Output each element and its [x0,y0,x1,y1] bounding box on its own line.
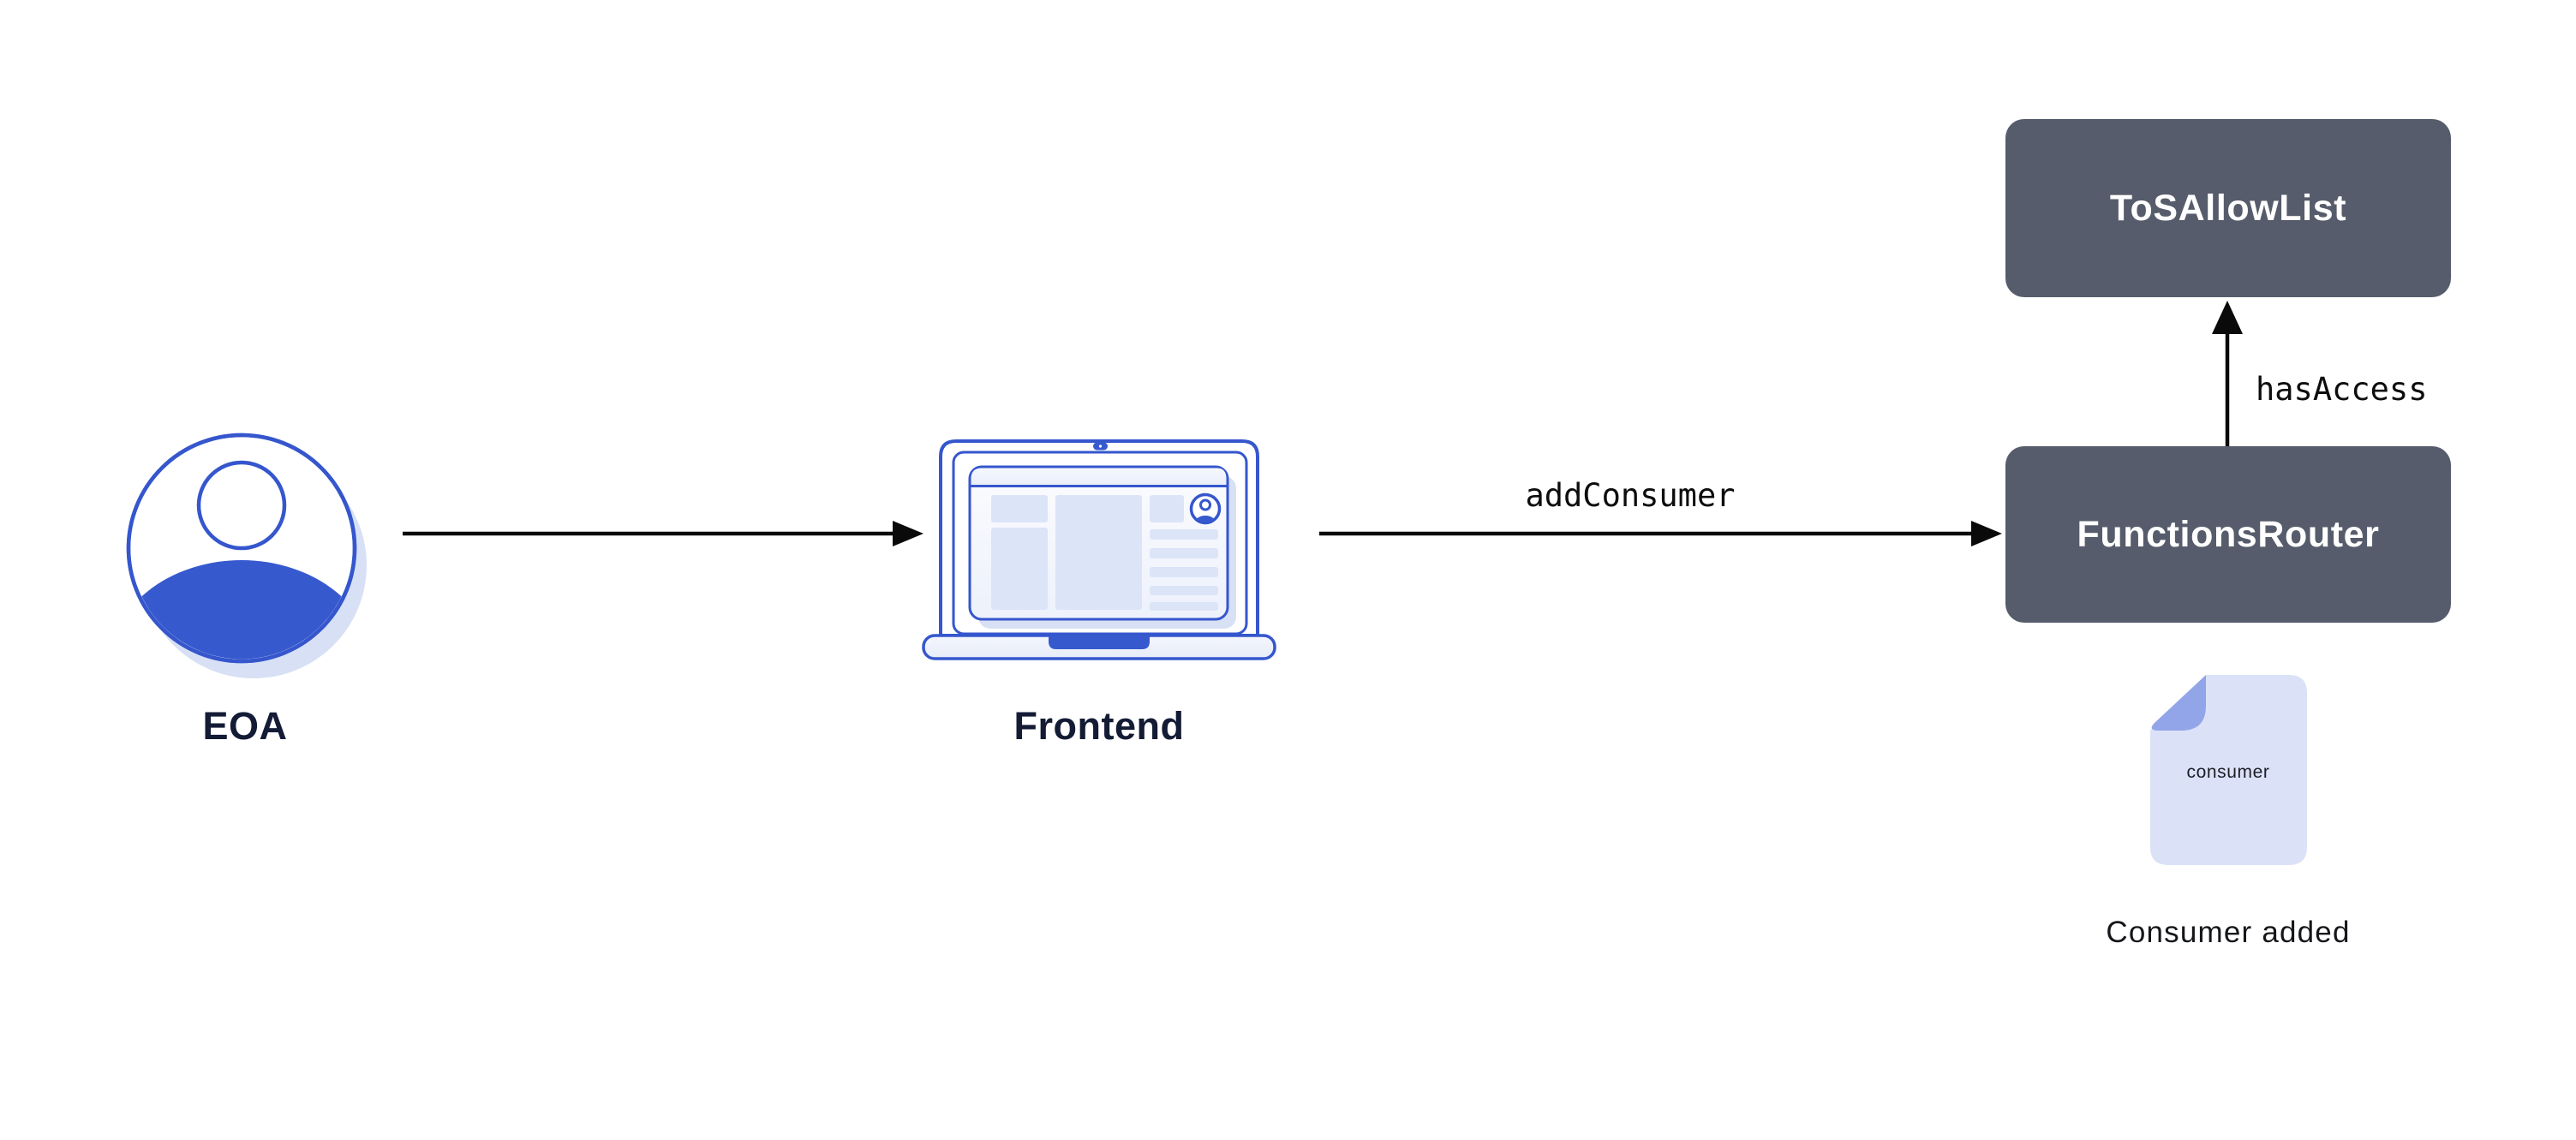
browser-window [968,465,1229,621]
screen-user-avatar-icon [1189,492,1222,525]
document-text: consumer [2186,762,2270,782]
arrow-frontend-to-functionsrouter [1319,521,2002,546]
arrow-functionsrouter-to-tosallowlist [2212,301,2243,446]
hasaccess-edge-label: hasAccess [2256,371,2428,408]
node-tosallowlist: ToSAllowList [2005,119,2451,297]
consumer-added-caption: Consumer added [2106,916,2351,949]
user-avatar-icon [126,433,367,678]
tosallowlist-label: ToSAllowList [2109,187,2347,229]
document-fold-corner [2151,675,2206,731]
document-icon [2150,675,2307,865]
eoa-label: EOA [202,704,288,748]
avatar-shoulders [130,560,353,660]
functionsrouter-label: FunctionsRouter [2077,513,2380,555]
addconsumer-edge-label: addConsumer [1525,477,1736,514]
laptop-base-notch [1049,636,1150,649]
node-functionsrouter: FunctionsRouter [2005,446,2451,623]
frontend-label: Frontend [1013,704,1185,748]
arrow-eoa-to-frontend [403,521,923,546]
wireframe-blocks [991,495,1218,611]
laptop-icon [922,439,1276,660]
